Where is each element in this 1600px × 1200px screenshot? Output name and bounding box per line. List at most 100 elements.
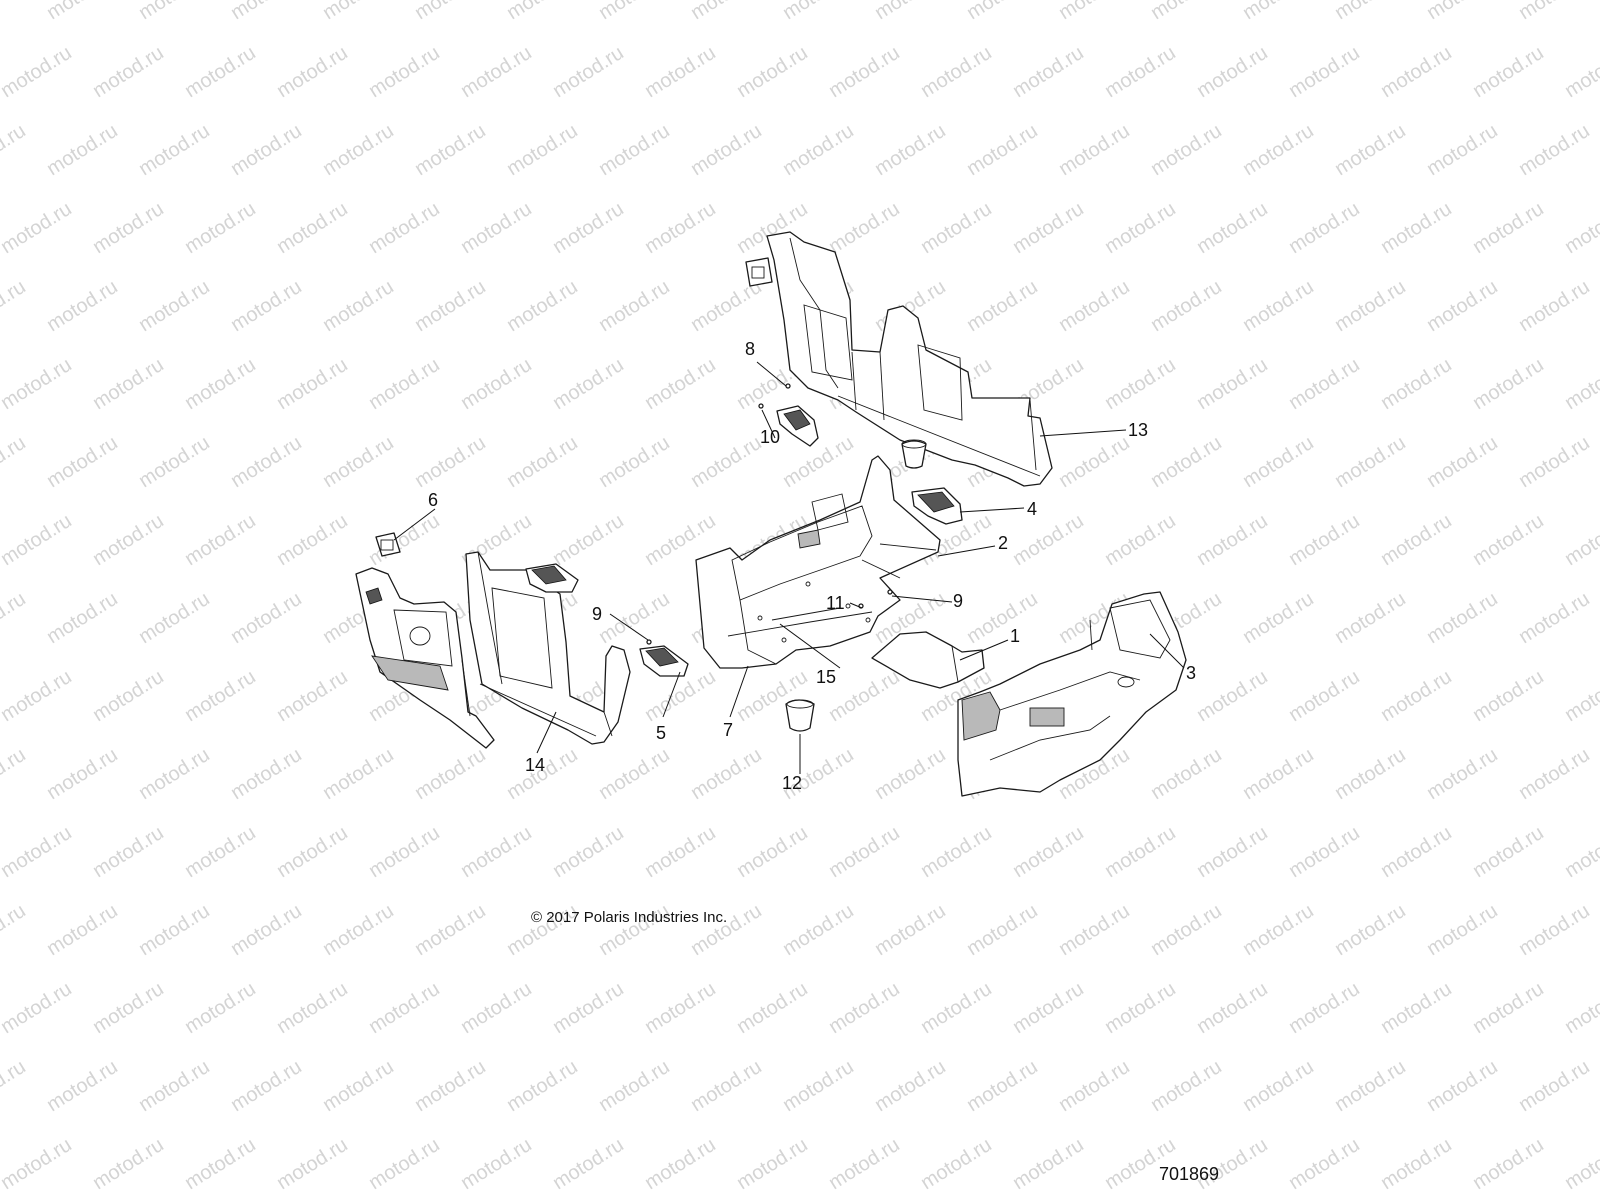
watermark-text: motod.ru	[0, 198, 76, 258]
watermark-text: motod.ru	[319, 900, 398, 960]
watermark-text: motod.ru	[1285, 42, 1364, 102]
watermark-text: motod.ru	[641, 1134, 720, 1194]
watermark-text: motod.ru	[1193, 42, 1272, 102]
watermark-text: motod.ru	[135, 432, 214, 492]
watermark-text: motod.ru	[779, 1056, 858, 1116]
watermark-text: motod.ru	[89, 198, 168, 258]
watermark-text: motod.ru	[1423, 900, 1502, 960]
watermark-text: motod.ru	[641, 198, 720, 258]
watermark-text: motod.ru	[779, 900, 858, 960]
watermark-text: motod.ru	[1147, 1056, 1226, 1116]
watermark-text: motod.ru	[503, 432, 582, 492]
watermark-text: motod.ru	[319, 1056, 398, 1116]
watermark-text: motod.ru	[1377, 822, 1456, 882]
callout-1: 1	[1010, 626, 1020, 646]
watermark-text: motod.ru	[1469, 666, 1548, 726]
watermark-text: motod.ru	[1561, 354, 1600, 414]
watermark-text: motod.ru	[687, 744, 766, 804]
part-3-front-floor	[957, 591, 1187, 797]
watermark-text: motod.ru	[825, 198, 904, 258]
watermark-text: motod.ru	[1377, 198, 1456, 258]
part-6-trim-ring	[375, 532, 401, 557]
watermark-text: motod.ru	[227, 900, 306, 960]
watermark-text: motod.ru	[43, 588, 122, 648]
watermark-text: motod.ru	[871, 1056, 950, 1116]
part-1-footwell-cover	[871, 631, 985, 689]
watermark-text: motod.ru	[411, 432, 490, 492]
watermark-text: motod.ru	[89, 822, 168, 882]
watermark-text: motod.ru	[641, 354, 720, 414]
watermark-text: motod.ru	[1055, 1056, 1134, 1116]
watermark-text: motod.ru	[1147, 432, 1226, 492]
watermark-text: motod.ru	[457, 978, 536, 1038]
watermark-text: motod.ru	[89, 510, 168, 570]
watermark-text: motod.ru	[1239, 432, 1318, 492]
watermark-text: motod.ru	[365, 1134, 444, 1194]
watermark-text: motod.ru	[1423, 1056, 1502, 1116]
watermark-text: motod.ru	[825, 978, 904, 1038]
watermark-text: motod.ru	[1193, 198, 1272, 258]
watermark-text: motod.ru	[1331, 0, 1410, 24]
watermark-text: motod.ru	[319, 120, 398, 180]
watermark-text: motod.ru	[1101, 354, 1180, 414]
watermark-text: motod.ru	[319, 0, 398, 24]
watermark-text: motod.ru	[549, 1134, 628, 1194]
watermark-text: motod.ru	[687, 432, 766, 492]
watermark-text: motod.ru	[641, 42, 720, 102]
watermark-text: motod.ru	[411, 0, 490, 24]
watermark-text: motod.ru	[503, 120, 582, 180]
watermark-text: motod.ru	[227, 0, 306, 24]
watermark-text: motod.ru	[1239, 0, 1318, 24]
watermark-text: motod.ru	[549, 42, 628, 102]
diagram-number: 701869	[1159, 1164, 1220, 1184]
watermark-text: motod.ru	[1239, 588, 1318, 648]
watermark-text: motod.ru	[549, 198, 628, 258]
watermark-text: motod.ru	[43, 120, 122, 180]
watermark-text: motod.ru	[0, 900, 30, 960]
watermark-text: motod.ru	[549, 822, 628, 882]
watermark-text: motod.ru	[825, 42, 904, 102]
watermark-text: motod.ru	[181, 1134, 260, 1194]
callout-2: 2	[998, 533, 1008, 553]
watermark-text: motod.ru	[1193, 354, 1272, 414]
watermark-text: motod.ru	[0, 510, 76, 570]
watermark-text: motod.ru	[1469, 354, 1548, 414]
watermark-text: motod.ru	[1469, 978, 1548, 1038]
watermark-text: motod.ru	[1101, 42, 1180, 102]
watermark-text: motod.ru	[0, 42, 76, 102]
watermark-text: motod.ru	[963, 588, 1042, 648]
callout-7: 7	[723, 720, 733, 740]
watermark-text: motod.ru	[1423, 744, 1502, 804]
watermark-text: motod.ru	[135, 744, 214, 804]
watermark-text: motod.ru	[1423, 276, 1502, 336]
watermark-text: motod.ru	[1331, 432, 1410, 492]
watermark-text: motod.ru	[1469, 42, 1548, 102]
part-vent-grill-upper	[776, 405, 819, 447]
callout-5: 5	[656, 723, 666, 743]
watermark-text: motod.ru	[1515, 900, 1594, 960]
part-cup-holder	[901, 439, 927, 469]
watermark-text: motod.ru	[181, 666, 260, 726]
watermark-text: motod.ru	[1331, 1056, 1410, 1116]
watermark-text: motod.ru	[733, 822, 812, 882]
watermark-text: motod.ru	[1515, 120, 1594, 180]
watermark-text: motod.ru	[43, 744, 122, 804]
watermark-text: motod.ru	[549, 510, 628, 570]
watermark-text: motod.ru	[1147, 744, 1226, 804]
watermark-text: motod.ru	[871, 0, 950, 24]
watermark-text: motod.ru	[871, 900, 950, 960]
watermark-text: motod.ru	[779, 120, 858, 180]
watermark-text: motod.ru	[1285, 978, 1364, 1038]
watermark-text: motod.ru	[227, 1056, 306, 1116]
watermark-text: motod.ru	[273, 198, 352, 258]
watermark-text: motod.ru	[181, 354, 260, 414]
watermark-text: motod.ru	[1331, 900, 1410, 960]
watermark-text: motod.ru	[687, 0, 766, 24]
watermark-text: motod.ru	[273, 1134, 352, 1194]
watermark-text: motod.ru	[43, 0, 122, 24]
watermark-text: motod.ru	[181, 978, 260, 1038]
part-4-vent-grill	[911, 487, 963, 525]
watermark-text: motod.ru	[411, 120, 490, 180]
watermark-text: motod.ru	[273, 666, 352, 726]
watermark-text: motod.ru	[825, 666, 904, 726]
